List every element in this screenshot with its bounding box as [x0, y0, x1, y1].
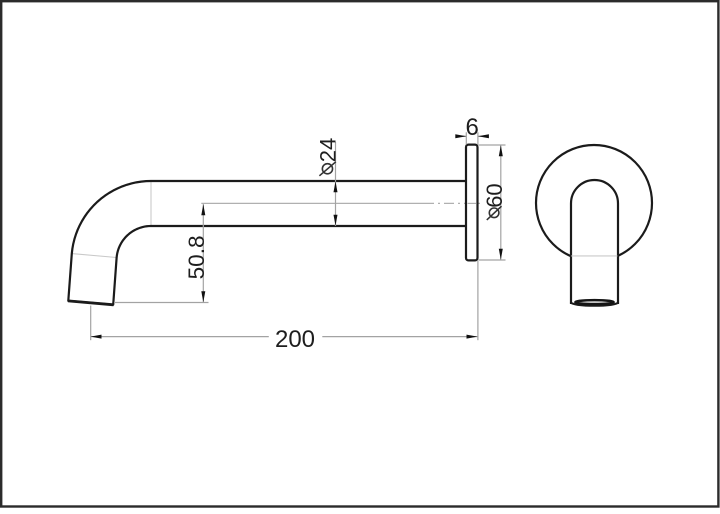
svg-text:50.8: 50.8: [184, 235, 209, 279]
svg-text:6: 6: [466, 114, 479, 141]
svg-text:24: 24: [316, 138, 341, 162]
svg-text:200: 200: [275, 326, 315, 353]
svg-text:60: 60: [482, 183, 507, 207]
